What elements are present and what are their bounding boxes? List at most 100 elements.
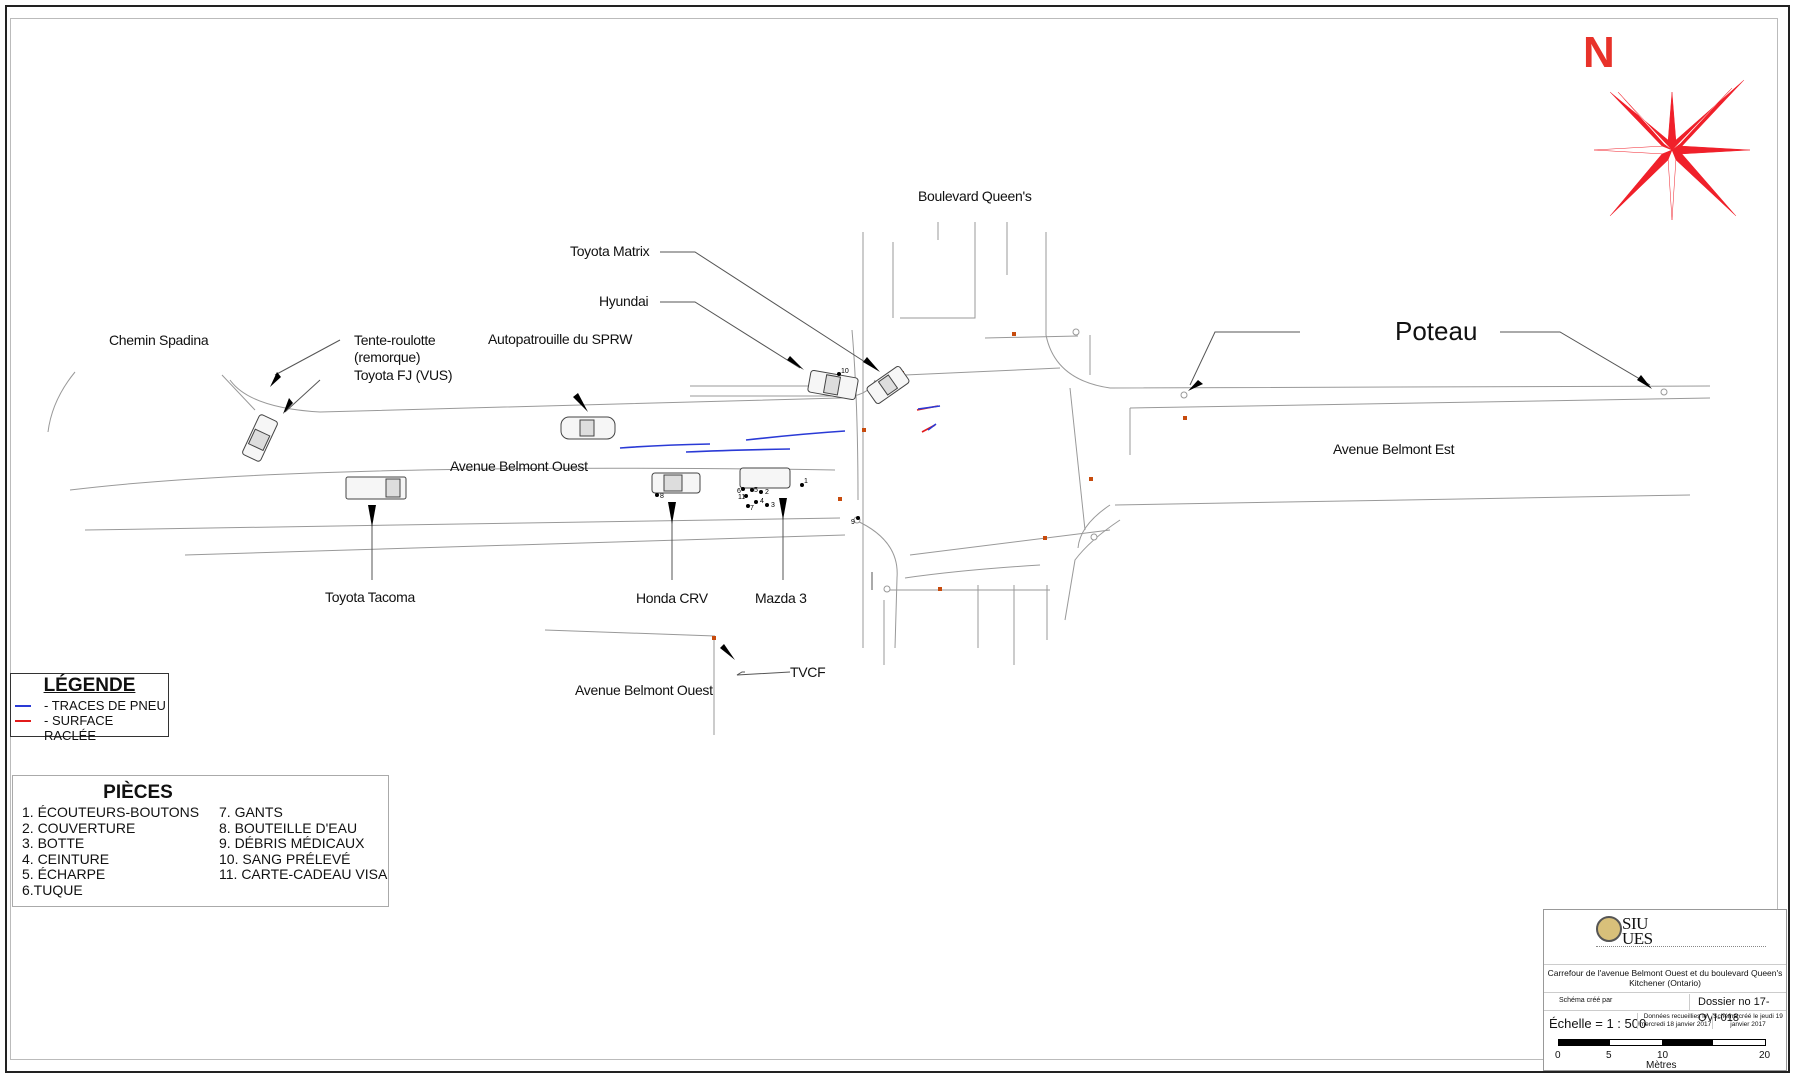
- label-honda-crv: Honda CRV: [636, 590, 708, 606]
- evidence-6: [741, 487, 745, 491]
- street-label-belmont-ouest-south: Avenue Belmont Ouest: [575, 682, 713, 698]
- vehicle-tacoma: [345, 476, 407, 500]
- tire-mark: [619, 443, 711, 449]
- street-label-spadina: Chemin Spadina: [109, 332, 209, 348]
- pieces-column-1: 1. ÉCOUTEURS-BOUTONS 2. COUVERTURE 3. BO…: [22, 804, 200, 898]
- pole: [883, 585, 891, 593]
- pointer-arrow: [787, 356, 804, 370]
- scale-bar: [1558, 1039, 1766, 1046]
- pieces-box: PIÈCES 1. ÉCOUTEURS-BOUTONS 2. COUVERTUR…: [12, 775, 389, 907]
- evidence-label: 6: [737, 488, 741, 495]
- label-camper-sub: (remorque): [354, 349, 421, 365]
- street-label-queens: Boulevard Queen's: [918, 188, 1032, 204]
- piece-item: 3. BOTTE: [22, 835, 85, 851]
- legend-title: LÉGENDE: [43, 675, 136, 696]
- legend-item-scraped: - SURFACE RACLÉE: [11, 713, 168, 743]
- pole: [1090, 533, 1098, 541]
- pole: [1072, 328, 1080, 336]
- label-poteau: Poteau: [1395, 316, 1478, 346]
- evidence-label: 7: [750, 505, 754, 512]
- pointer-arrow: [573, 393, 588, 412]
- pointer-arrow: [283, 398, 293, 414]
- leader-line: [1189, 331, 1300, 386]
- traffic-signal: [862, 428, 866, 432]
- piece-item: 5. ÉCHARPE: [22, 866, 106, 882]
- road-edge: [1064, 519, 1121, 621]
- data-collected: Données recueillies le mercredi 18 janvi…: [1637, 1013, 1713, 1029]
- vehicle-hyundai: [866, 366, 910, 404]
- evidence-label: 10: [841, 368, 849, 375]
- legend-item-tire: - TRACES DE PNEU: [11, 698, 168, 713]
- road-edge: [984, 335, 1079, 339]
- piece-item: 7. GANTS: [219, 804, 283, 820]
- road-edge: [909, 529, 1111, 556]
- traffic-signal: [712, 636, 716, 640]
- traffic-signal: [938, 587, 942, 591]
- evidence-label: 11: [738, 494, 745, 501]
- scale-tick: 10: [1657, 1050, 1669, 1061]
- road-edge: [544, 629, 716, 637]
- evidence-1: [800, 483, 804, 487]
- legend-label: - SURFACE RACLÉE: [44, 713, 114, 743]
- title-row-scale: Échelle = 1 : 500 Données recueillies le…: [1544, 1010, 1786, 1035]
- label-camper: Tente-roulotte: [354, 332, 436, 348]
- pointer-arrow: [863, 357, 880, 372]
- legend-box: LÉGENDE - TRACES DE PNEU - SURFACE RACLÉ…: [10, 673, 169, 743]
- pointer-arrow: [668, 502, 676, 524]
- road-edge: [1129, 397, 1711, 409]
- label-toyota-tacoma: Toyota Tacoma: [325, 589, 416, 605]
- evidence-8: [655, 493, 659, 497]
- title-row-file: Schéma créé par Dossier no 17-OVI-018: [1544, 992, 1786, 1024]
- pieces-title: PIÈCES: [103, 782, 173, 803]
- piece-item: 2. COUVERTURE: [22, 819, 136, 836]
- legend-label: - TRACES DE PNEU: [44, 698, 166, 713]
- legend-swatch-red: [15, 720, 31, 722]
- label-toyota-matrix: Toyota Matrix: [570, 243, 650, 259]
- leader-line: [1500, 331, 1651, 386]
- compass-rose: [1593, 79, 1751, 221]
- evidence-2: [759, 490, 763, 494]
- label-tvcf: TVCF: [790, 664, 826, 680]
- road-edge: [47, 371, 76, 433]
- traffic-signal: [1183, 416, 1187, 420]
- street-label-belmont-est: Avenue Belmont Est: [1333, 441, 1455, 457]
- vehicle-mazda: [739, 467, 791, 489]
- evidence-label: 4: [760, 498, 764, 505]
- road-edge: [69, 467, 836, 491]
- street-label-belmont-ouest: Avenue Belmont Ouest: [450, 458, 588, 474]
- road-edge: [221, 374, 256, 411]
- org-name: SIU UES: [1622, 914, 1653, 948]
- pole: [1660, 388, 1668, 396]
- piece-item: 6.TUQUE: [22, 881, 83, 898]
- vehicle-crv: [651, 472, 701, 494]
- label-toyota-fj: Toyota FJ (VUS): [354, 367, 453, 383]
- pointer-arrow: [270, 372, 281, 387]
- evidence-label: 9: [851, 519, 855, 526]
- road-edge: [854, 519, 898, 649]
- evidence-label: 3: [771, 502, 775, 509]
- road-edge: [904, 367, 1061, 376]
- vehicle-police: [560, 416, 616, 440]
- created-by-label: Schéma créé par: [1559, 997, 1613, 1004]
- seal-icon: [1596, 916, 1622, 942]
- traffic-signal: [1012, 332, 1016, 336]
- road-edge: [851, 329, 859, 501]
- piece-item: 10. SANG PRÉLEVÉ: [219, 850, 351, 867]
- pointer-arrow: [368, 505, 376, 527]
- title-block: SIU UES Carrefour de l'avenue Belmont Ou…: [1543, 909, 1787, 1071]
- leader-line: [660, 251, 866, 363]
- evidence-11: [744, 494, 748, 498]
- road-edge: [1069, 387, 1086, 531]
- pointer-arrow: [1188, 380, 1203, 391]
- legend-swatch-blue: [15, 705, 31, 707]
- label-police-car: Autopatrouille du SPRW: [488, 331, 633, 347]
- label-hyundai: Hyundai: [599, 293, 649, 309]
- piece-item: 11. CARTE-CADEAU VISA: [219, 866, 388, 882]
- tire-mark: [917, 405, 941, 410]
- evidence-4: [754, 500, 758, 504]
- leader-line: [660, 301, 801, 369]
- road-edge: [184, 534, 846, 556]
- piece-item: 1. ÉCOUTEURS-BOUTONS: [22, 804, 200, 820]
- pieces-column-2: 7. GANTS 8. BOUTEILLE D'EAU 9. DÉBRIS MÉ…: [219, 804, 388, 883]
